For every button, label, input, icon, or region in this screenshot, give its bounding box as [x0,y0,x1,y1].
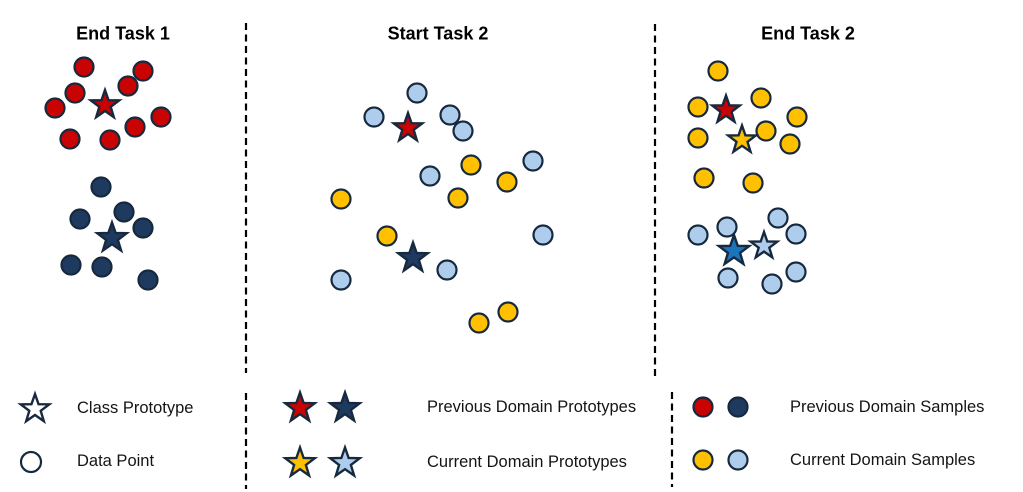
data-point-navy [113,201,135,223]
class-prototype-star-gold [724,121,760,155]
data-point-red [99,129,121,151]
class-prototype-star-red [708,91,744,125]
data-point-light_blue [717,267,739,289]
data-point-light_blue [687,224,709,246]
data-point-light_blue [785,261,807,283]
data-point-red [73,56,95,78]
data-point-light_blue [330,269,352,291]
legend-label-current-domain-prototypes: Current Domain Prototypes [427,453,627,472]
class-prototype-star-navy [93,218,131,254]
legend-dot-gold [692,449,714,471]
legend-label-data-point: Data Point [77,452,155,471]
data-point-gold [376,225,398,247]
class-prototype-star-medium_blue [715,231,753,267]
data-point-red [44,97,66,119]
legend-dot-red [692,396,714,418]
data-point-light_blue [436,259,458,281]
data-point-red [132,60,154,82]
data-point-light_blue [761,273,783,295]
data-point-gold [496,171,518,193]
legend-label-previous-domain-prototypes: Previous Domain Prototypes [427,398,637,417]
data-point-gold [468,312,490,334]
data-point-gold [330,188,352,210]
data-point-light_blue [363,106,385,128]
panel-title-start-task-2: Start Task 2 [387,23,489,44]
data-point-light_blue [785,223,807,245]
data-point-light_blue [419,165,441,187]
class-prototype-star-navy [394,238,432,274]
legend-dot-navy [727,396,749,418]
data-point-red [150,106,172,128]
legend-dot-light_blue [727,449,749,471]
data-point-light_blue [532,224,554,246]
data-point-light_blue [767,207,789,229]
data-point-light_blue [406,82,428,104]
data-point-light_blue [522,150,544,172]
legend-star-navy [326,388,364,424]
legend-label-current-domain-samples: Current Domain Samples [790,451,976,470]
data-point-red [124,116,146,138]
data-point-gold [687,96,709,118]
data-point-gold [742,172,764,194]
data-point-navy [91,256,113,278]
data-point-gold [693,167,715,189]
data-point-red [59,128,81,150]
data-point-red [64,82,86,104]
data-point-navy [132,217,154,239]
data-point-navy [60,254,82,276]
legend-label-previous-domain-samples: Previous Domain Samples [790,398,985,417]
data-point-gold [779,133,801,155]
data-point-gold [786,106,808,128]
data-point-gold [497,301,519,323]
data-point-gold [447,187,469,209]
class-prototype-star-red [390,109,426,144]
data-point-light_blue [716,216,738,238]
panel-title-end-task-2: End Task 2 [761,23,855,44]
legend-star-light_blue [326,443,364,479]
data-point-gold [750,87,772,109]
data-point-navy [137,269,159,291]
legend-star-gold [281,443,319,479]
data-point-navy [90,176,112,198]
legend-star-white [17,390,53,425]
legend-dot-white [19,450,43,474]
data-point-navy [69,208,91,230]
class-prototype-star-light_blue [747,228,781,261]
legend-label-class-prototype: Class Prototype [77,399,194,418]
data-point-gold [707,60,729,82]
panel-title-end-task-1: End Task 1 [76,23,170,44]
data-point-gold [687,127,709,149]
legend-star-red [281,388,319,424]
data-point-light_blue [452,120,474,142]
data-point-light_blue [439,104,461,126]
class-prototype-star-red [87,86,123,121]
data-point-gold [460,154,482,176]
data-point-red [117,75,139,97]
data-point-gold [755,120,777,142]
